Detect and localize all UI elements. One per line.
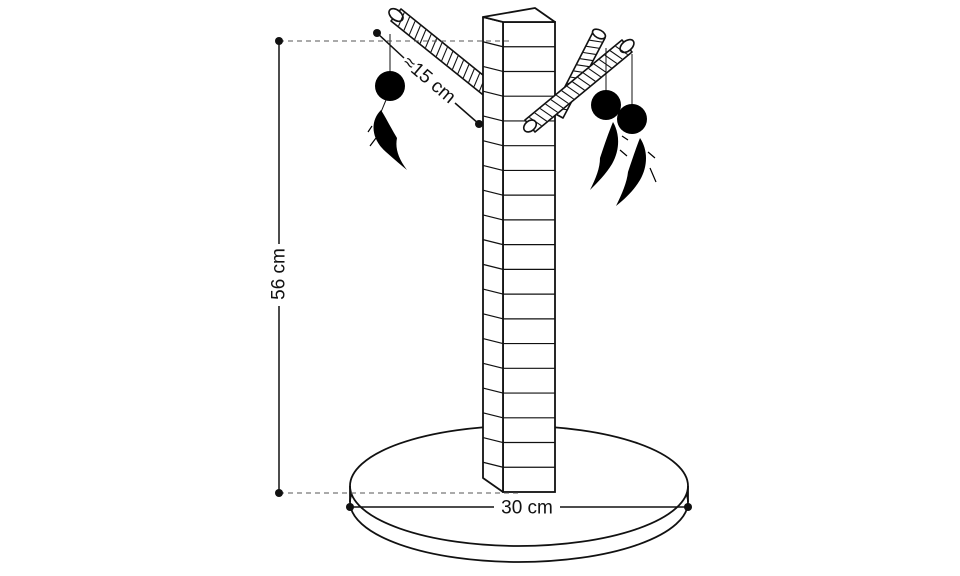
height-dimension: 56 cm bbox=[269, 37, 520, 497]
post-rope-side-line bbox=[482, 90, 504, 97]
base-width-label: 30 cm bbox=[501, 498, 553, 519]
post-rope-side-line bbox=[482, 387, 504, 394]
branch-rope-band bbox=[403, 16, 411, 31]
branch-rope-band bbox=[566, 85, 580, 96]
branch-rope-band bbox=[414, 25, 421, 40]
branch-rope-band bbox=[529, 116, 542, 127]
post-rope-side-line bbox=[482, 288, 504, 295]
right-toy-ball bbox=[617, 104, 647, 134]
branch-length-start-marker bbox=[373, 29, 381, 37]
branch-rope-band bbox=[583, 51, 596, 55]
right-front-branch bbox=[522, 38, 635, 133]
middle-toy-feather-barb bbox=[619, 135, 629, 157]
branch-rope-band bbox=[561, 90, 575, 100]
post-rope-side-line bbox=[482, 164, 504, 172]
left-branch bbox=[388, 7, 500, 99]
height-label: 56 cm bbox=[269, 248, 290, 300]
post-rope-side-line bbox=[482, 214, 504, 221]
branch-rope-band bbox=[604, 54, 618, 64]
right-hanging-toy bbox=[616, 54, 657, 206]
right-toy-feather-barb bbox=[647, 151, 657, 183]
branch-length-line-lower bbox=[454, 102, 480, 125]
base-width-dimension: 30 cm bbox=[346, 498, 692, 519]
branch-rope-band bbox=[424, 34, 432, 48]
post-rope-side-line bbox=[482, 239, 504, 246]
middle-hanging-toy bbox=[590, 48, 629, 190]
branch-rope-band bbox=[408, 21, 416, 35]
post-rope-side-line bbox=[482, 263, 504, 270]
branch-rope-band bbox=[419, 29, 427, 44]
post-top-face bbox=[482, 7, 556, 23]
branch-rope-band bbox=[599, 59, 612, 69]
base-width-right-marker bbox=[684, 503, 692, 511]
post-rope-side-line bbox=[482, 461, 504, 468]
post-front-face bbox=[502, 21, 556, 493]
post-rope-side-line bbox=[482, 65, 504, 73]
left-toy-feather-string bbox=[380, 99, 387, 113]
post-rope-side-line bbox=[482, 115, 504, 122]
post-rope-side-line bbox=[482, 362, 504, 369]
base-width-left-marker bbox=[346, 503, 354, 511]
height-bottom-marker bbox=[275, 489, 283, 497]
branch-rope-band bbox=[473, 73, 481, 87]
branch-rope-band bbox=[446, 51, 454, 66]
branch-rope-band bbox=[468, 68, 475, 83]
branch-rope-band bbox=[572, 81, 585, 91]
branch-rope-band bbox=[435, 42, 443, 57]
middle-toy-feather bbox=[590, 122, 619, 190]
branch-rope-band bbox=[457, 60, 465, 74]
post-rope-side-line bbox=[482, 313, 504, 320]
branch-rope-band bbox=[593, 63, 607, 73]
left-toy-feather-barb bbox=[367, 125, 377, 147]
branch-rope-band bbox=[609, 50, 623, 60]
branch-rope-band bbox=[588, 68, 601, 78]
branch-rope-band bbox=[556, 94, 569, 104]
branch-rope-band bbox=[582, 72, 596, 82]
height-top-marker bbox=[275, 37, 283, 45]
left-branch-end-cap bbox=[388, 7, 404, 23]
branch-rope-band bbox=[441, 47, 448, 61]
right-back-branch-end-cap bbox=[591, 28, 607, 40]
branch-length-line-upper bbox=[376, 32, 405, 59]
post-rope-side-line bbox=[482, 337, 504, 345]
post-side-face bbox=[482, 16, 504, 493]
scratching-post bbox=[482, 7, 556, 493]
right-front-branch-end-cap bbox=[619, 38, 635, 54]
branch-rope-band bbox=[550, 99, 564, 109]
post-rope-side-line bbox=[482, 436, 504, 444]
post-rope-side-line bbox=[482, 412, 504, 419]
left-hanging-toy bbox=[367, 34, 407, 170]
branch-rope-band bbox=[576, 64, 590, 68]
branch-rope-band bbox=[615, 45, 628, 56]
post-rope-side-line bbox=[482, 189, 504, 196]
right-front-branch-bands bbox=[529, 45, 628, 127]
post-rope-side-line bbox=[482, 140, 504, 147]
branch-rope-band bbox=[462, 64, 470, 79]
post-rope-lines bbox=[482, 41, 555, 468]
branch-rope-band bbox=[534, 112, 548, 122]
branch-rope-band bbox=[577, 76, 591, 87]
branch-length-end-marker bbox=[475, 120, 483, 128]
right-toy-feather bbox=[616, 138, 646, 206]
branch-rope-band bbox=[586, 45, 600, 49]
branch-rope-band bbox=[539, 108, 553, 118]
left-toy-feather bbox=[373, 110, 407, 170]
branch-rope-band bbox=[451, 55, 459, 70]
branch-rope-band bbox=[589, 39, 603, 43]
branch-rope-band bbox=[545, 103, 558, 113]
left-toy-ball bbox=[375, 71, 405, 101]
branch-rope-band bbox=[580, 58, 593, 62]
post-rope-side-line bbox=[482, 41, 504, 48]
branch-rope-band bbox=[398, 12, 405, 27]
middle-toy-ball bbox=[591, 90, 621, 120]
